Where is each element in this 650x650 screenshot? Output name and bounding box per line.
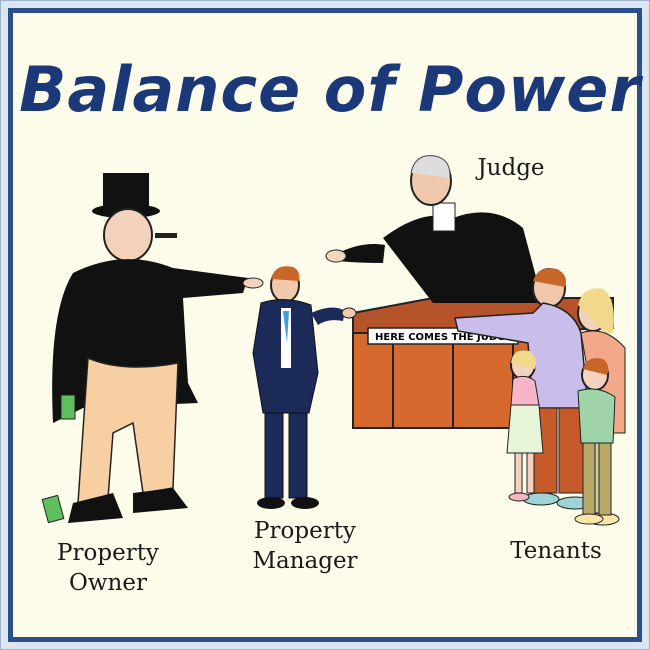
- property-owner-label: Property Owner: [43, 538, 173, 598]
- tenants-label: Tenants: [510, 538, 602, 564]
- property-owner-label-line1: Property: [57, 540, 159, 566]
- property-manager-label-line1: Property: [254, 518, 356, 544]
- illustration-panel: Balance of Power HERE COMES THE JUDGE: [8, 8, 642, 642]
- bench-sign: HERE COMES THE JUDGE: [375, 332, 512, 343]
- judge-figure: [325, 155, 543, 303]
- judge-label: Judge: [477, 155, 545, 181]
- tenants-figure: [454, 268, 626, 526]
- property-manager-label-line2: Manager: [252, 548, 358, 574]
- property-manager-label: Property Manager: [235, 516, 375, 576]
- property-owner-figure: [41, 173, 264, 524]
- illustration: HERE COMES THE JUDGE: [41, 155, 626, 526]
- property-manager-figure: [252, 266, 357, 509]
- property-owner-label-line2: Owner: [69, 570, 147, 596]
- page-title: Balance of Power: [19, 53, 641, 126]
